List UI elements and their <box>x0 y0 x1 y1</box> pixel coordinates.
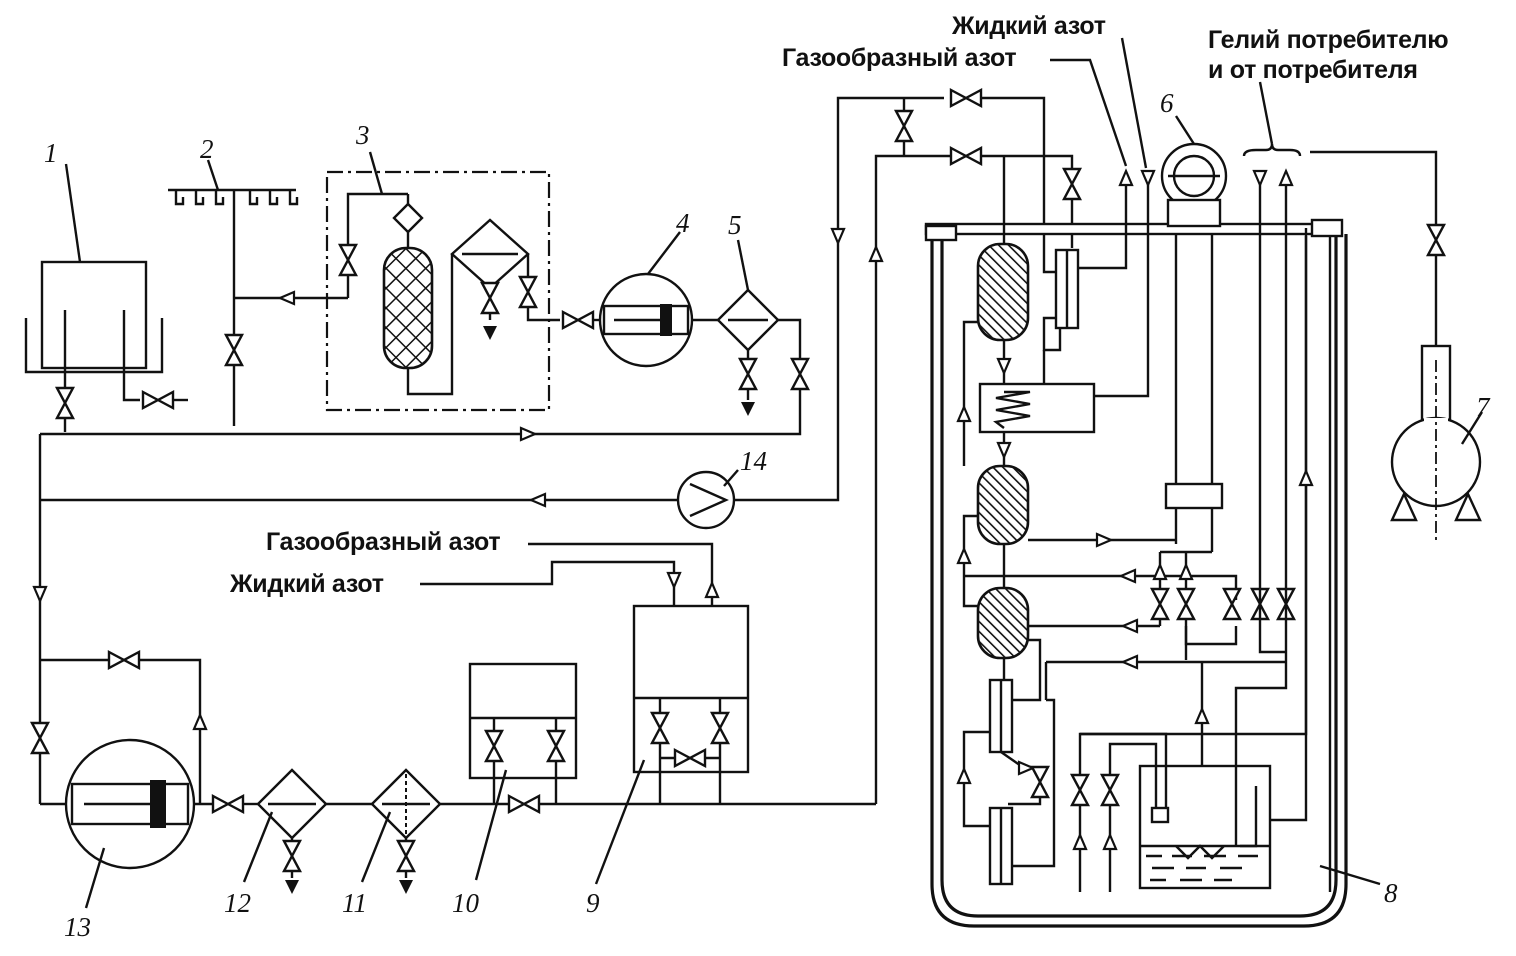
number-9: 9 <box>586 888 600 918</box>
number-5: 5 <box>728 210 742 240</box>
label-gaseous-nitrogen-bottom: Газообразный азот <box>266 528 500 556</box>
valve-bank <box>1150 169 1296 660</box>
number-3: 3 <box>355 120 370 150</box>
label-helium-consumer-1: Гелий потребителю <box>1208 26 1448 54</box>
filter-11 <box>326 768 442 894</box>
return-line <box>32 434 684 760</box>
heat-exchanger-top <box>956 156 1134 466</box>
number-6: 6 <box>1160 88 1174 118</box>
gasholder-1 <box>24 260 188 432</box>
number-2: 2 <box>200 134 214 164</box>
small-exchangers <box>956 678 1056 886</box>
label-liquid-nitrogen-bottom: Жидкий азот <box>229 570 384 598</box>
label-gaseous-nitrogen-top: Газообразный азот <box>782 44 1016 72</box>
number-7: 7 <box>1476 392 1491 422</box>
item-numbers: 1 2 3 4 5 6 7 8 9 10 11 12 13 14 <box>44 88 1491 942</box>
pump-14 <box>676 96 944 530</box>
number-1: 1 <box>44 138 58 168</box>
oil-separator-5 <box>40 288 810 442</box>
purifier-block-3 <box>325 170 560 412</box>
number-13: 13 <box>64 912 91 942</box>
compressor-4 <box>561 272 694 368</box>
dryer-10 <box>440 662 876 814</box>
ln2-cooler-9 <box>420 542 750 804</box>
dewar-7 <box>1242 143 1482 540</box>
collector <box>1070 228 1314 892</box>
leader-lines <box>64 37 1484 909</box>
cold-box-8 <box>924 218 1348 928</box>
number-4: 4 <box>676 208 690 238</box>
gas-header-2 <box>168 188 348 426</box>
number-12: 12 <box>224 888 251 918</box>
expander-6 <box>1160 142 1228 552</box>
ln2-bath <box>978 169 1156 466</box>
number-14: 14 <box>740 446 767 476</box>
label-liquid-nitrogen-top: Жидкий азот <box>951 12 1106 40</box>
text-labels: Жидкий азот Газообразный азот Гелий потр… <box>229 12 1449 598</box>
number-8: 8 <box>1384 878 1398 908</box>
label-helium-consumer-2: и от потребителя <box>1208 56 1418 84</box>
number-10: 10 <box>452 888 480 918</box>
oil-separator-12 <box>244 768 328 894</box>
compressor-13 <box>30 650 245 870</box>
number-11: 11 <box>342 888 367 918</box>
feed-line <box>868 88 1082 804</box>
heat-exchanger-low <box>976 586 1288 846</box>
